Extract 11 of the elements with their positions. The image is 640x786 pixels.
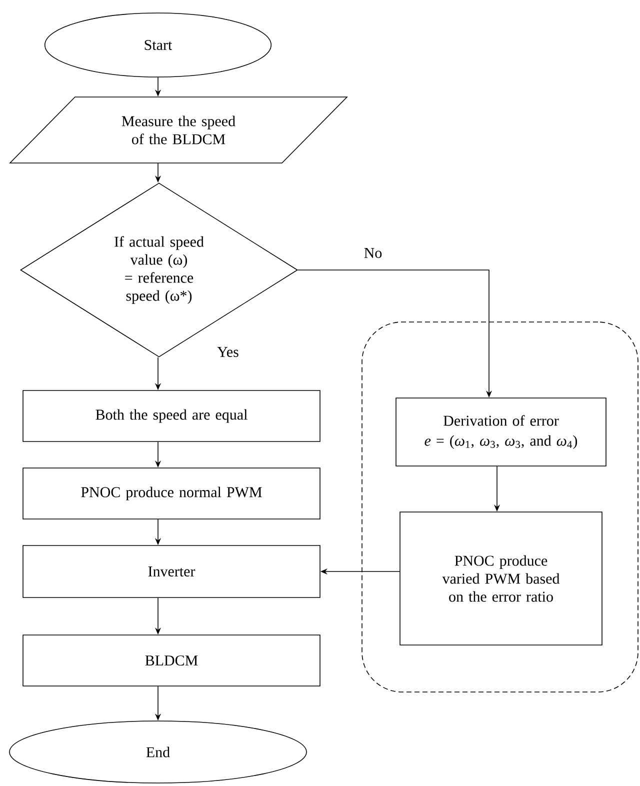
process-box: Inverter	[22, 545, 320, 598]
start-oval: Start	[44, 12, 272, 78]
dashed-group-outline	[362, 322, 638, 692]
process-box: BLDCM	[22, 634, 320, 686]
process-box: PNOC produce varied PWM based on the error ratio	[400, 512, 602, 646]
edge-label: Yes	[216, 346, 240, 358]
process-box: Derivation of error e = (ω$_{1}$, ω$_{3}$, ω$_{3}$, and ω$_{4}$)	[396, 398, 606, 466]
process-box: Both the speed are equal	[22, 390, 320, 442]
end-oval: End	[9, 720, 307, 784]
process-box: PNOC produce normal PWM	[22, 468, 320, 520]
edge-label: No	[362, 247, 384, 259]
